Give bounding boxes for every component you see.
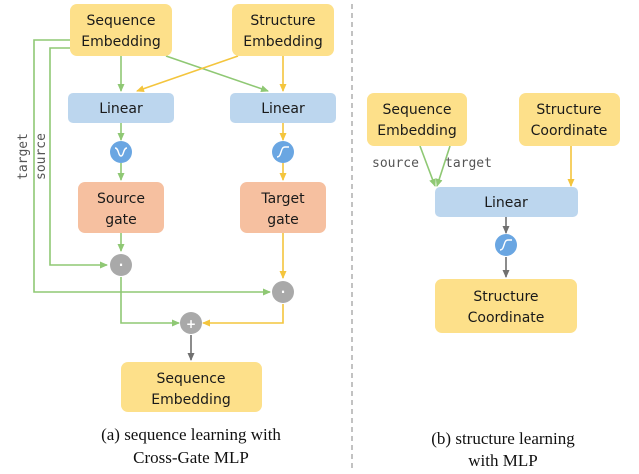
source-label-a: source — [34, 133, 49, 180]
svg-text:Embedding: Embedding — [81, 34, 160, 50]
svg-text:Sequence: Sequence — [86, 13, 155, 29]
svg-text:Structure: Structure — [250, 13, 315, 29]
target-label-b: target — [445, 156, 492, 171]
multiply-op-left: · — [110, 254, 132, 276]
green-connections — [33, 39, 271, 327]
svg-text:Structure: Structure — [536, 102, 601, 118]
green-connections-b — [419, 145, 451, 187]
multiply-op-right: · — [272, 281, 294, 303]
caption-a-line1: (a) sequence learning with — [101, 425, 281, 444]
svg-text:Source: Source — [97, 191, 145, 207]
svg-text:Linear: Linear — [261, 101, 305, 117]
linear-box-b: Linear — [435, 187, 578, 217]
svg-text:Sequence: Sequence — [156, 371, 225, 387]
panel-a: target source Sequence Embedding Structu… — [16, 4, 336, 467]
structure-coordinate-box-b: Structure Coordinate — [519, 93, 620, 146]
output-structure-coordinate-box: Structure Coordinate — [435, 279, 577, 333]
add-op: + — [180, 312, 202, 334]
target-label-a: target — [16, 133, 31, 180]
sigmoid-icon — [272, 141, 294, 163]
target-gate-box: Target gate — [240, 182, 326, 233]
sequence-embedding-box-b: Sequence Embedding — [367, 93, 467, 146]
source-gate-box: Source gate — [78, 182, 164, 233]
svg-text:Coordinate: Coordinate — [531, 123, 608, 139]
output-sequence-embedding-box: Sequence Embedding — [121, 362, 262, 412]
linear-box-left: Linear — [68, 93, 174, 123]
structure-embedding-box-a: Structure Embedding — [232, 4, 334, 56]
svg-text:·: · — [281, 285, 286, 299]
sigmoid-icon — [495, 234, 517, 256]
yellow-connections — [136, 55, 287, 327]
svg-text:gate: gate — [105, 212, 137, 228]
svg-text:Embedding: Embedding — [243, 34, 322, 50]
sigmoid-icon — [110, 141, 132, 163]
caption-b-line2: with MLP — [468, 451, 537, 470]
svg-text:Structure: Structure — [473, 289, 538, 305]
panel-b: Sequence Embedding Structure Coordinate … — [367, 93, 620, 470]
svg-text:Linear: Linear — [484, 195, 528, 211]
svg-text:Embedding: Embedding — [377, 123, 456, 139]
svg-text:+: + — [186, 317, 196, 331]
source-label-b: source — [372, 156, 419, 171]
svg-text:·: · — [119, 258, 124, 272]
svg-text:Linear: Linear — [99, 101, 143, 117]
svg-text:Coordinate: Coordinate — [468, 310, 545, 326]
caption-a-line2: Cross-Gate MLP — [133, 448, 249, 467]
caption-b-line1: (b) structure learning — [431, 429, 575, 448]
sequence-embedding-box-a: Sequence Embedding — [70, 4, 172, 56]
svg-text:gate: gate — [267, 212, 299, 228]
linear-box-right: Linear — [230, 93, 336, 123]
svg-text:Sequence: Sequence — [382, 102, 451, 118]
svg-text:Target: Target — [260, 191, 305, 207]
svg-text:Embedding: Embedding — [151, 392, 230, 408]
